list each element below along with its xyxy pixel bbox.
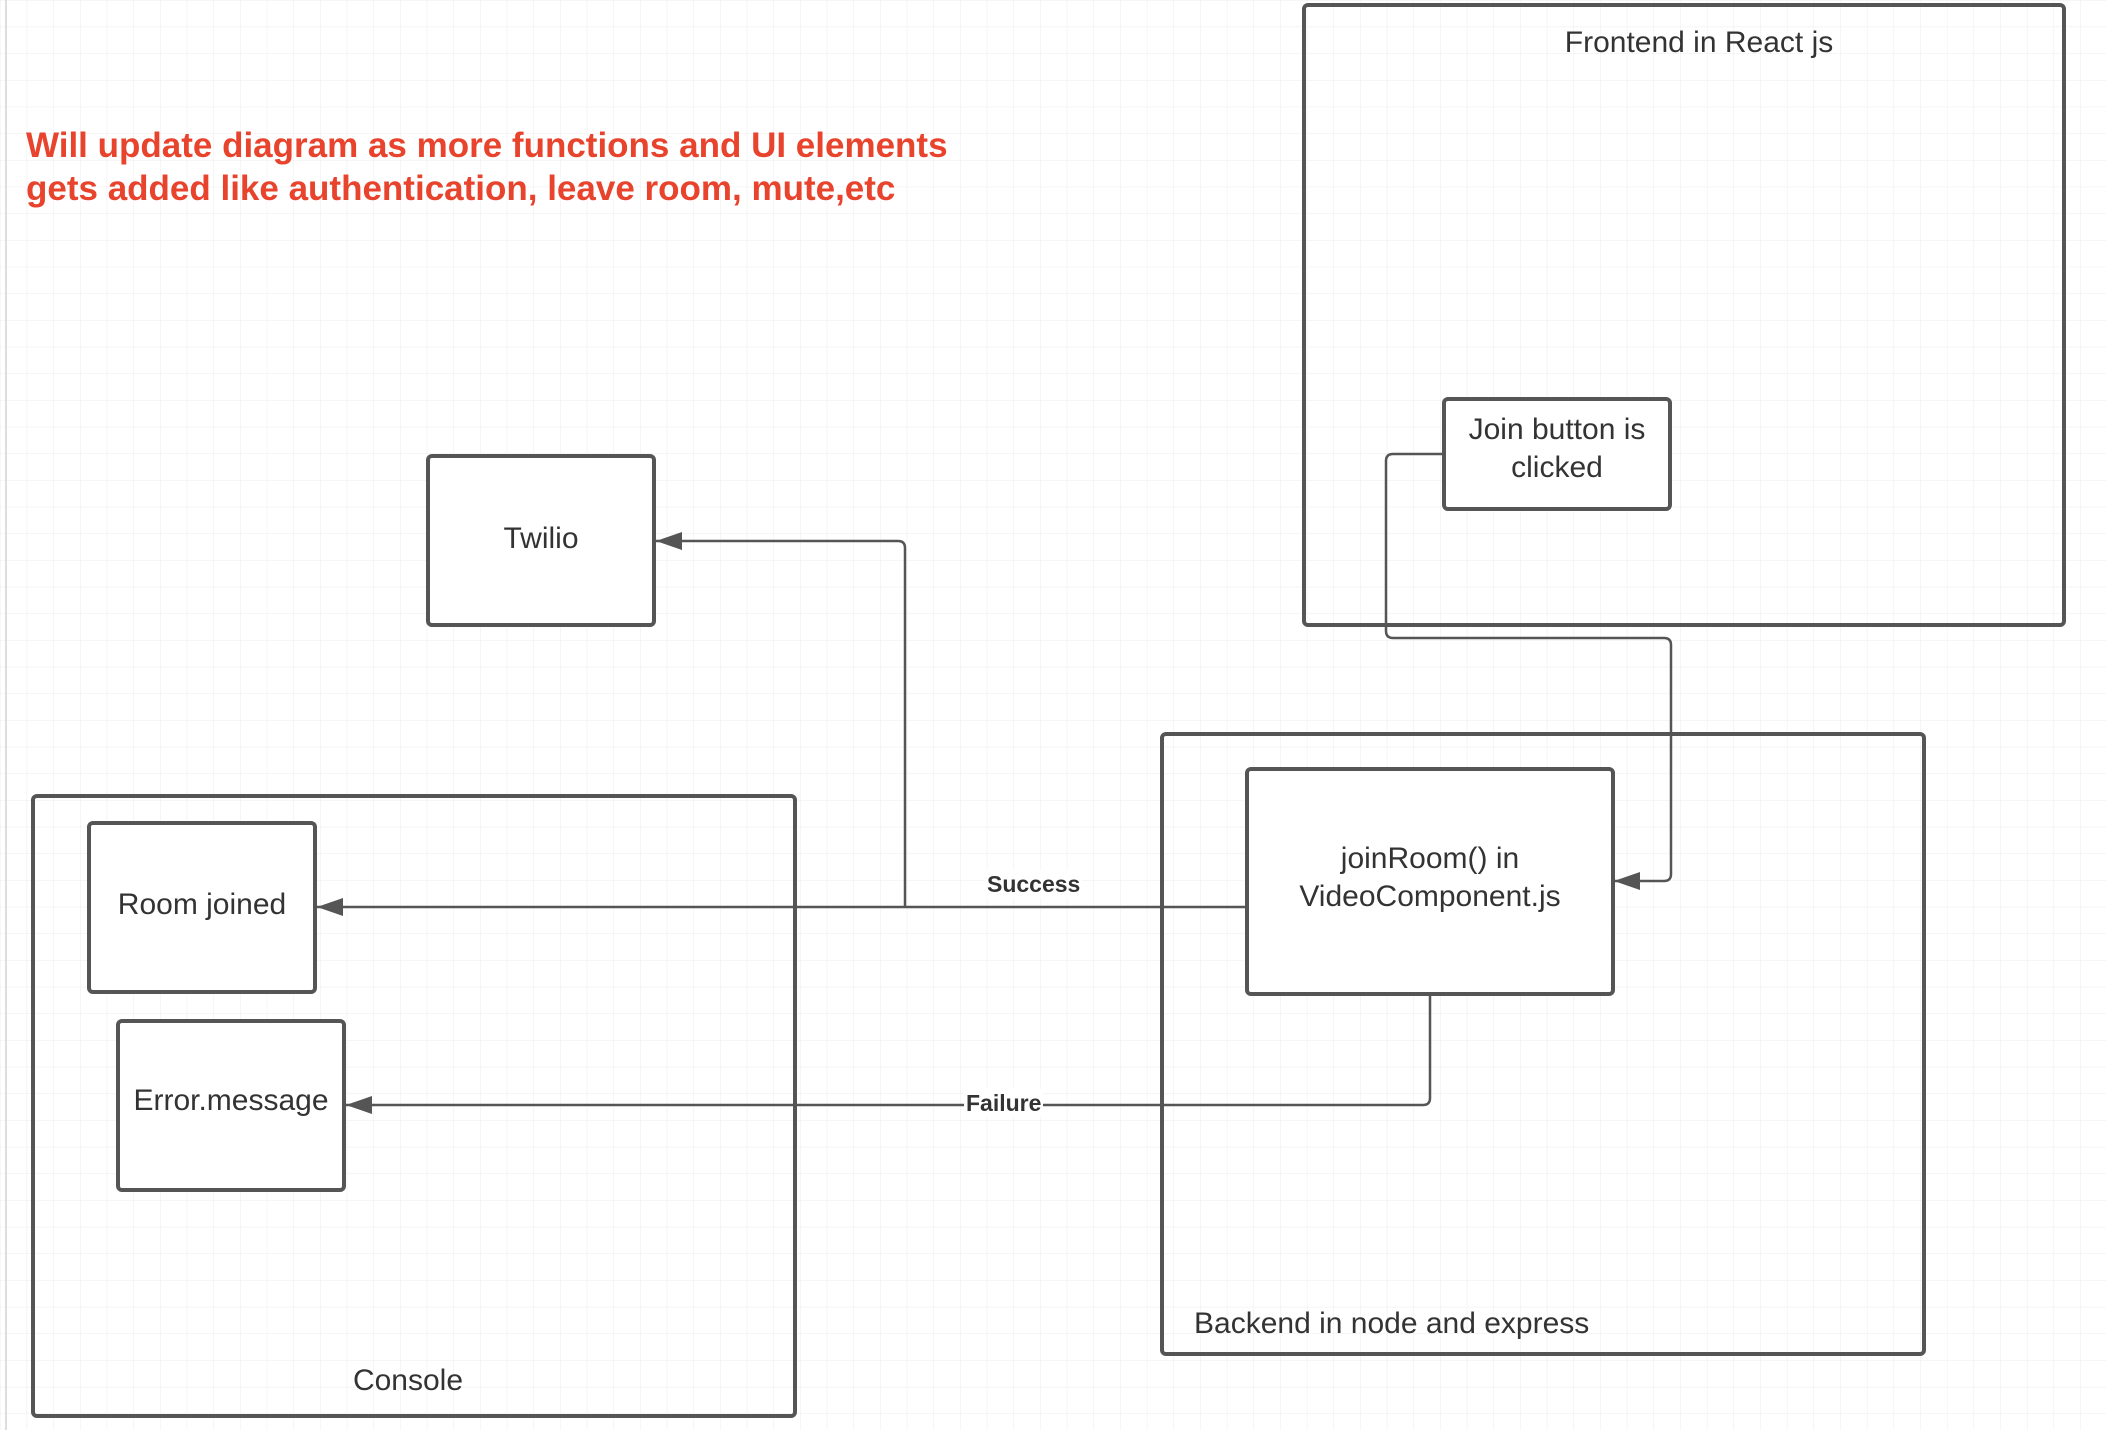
edge-to-twilio[interactable] — [656, 532, 907, 907]
error-message-label: Error.message — [133, 1084, 329, 1117]
join-room-label-line1: joinRoom() in — [1340, 842, 1520, 875]
backend-container[interactable] — [1160, 732, 1926, 1356]
frontend-container-label: Frontend in React js — [1564, 26, 1834, 59]
join-button-label: Join button is clicked — [1444, 411, 1670, 487]
update-note: Will update diagram as more functions an… — [26, 124, 948, 210]
join-button-label-line1: Join button is — [1468, 413, 1646, 446]
join-room-label: joinRoom() in VideoComponent.js — [1247, 840, 1613, 916]
console-container-label: Console — [352, 1364, 464, 1397]
room-joined-label: Room joined — [117, 888, 287, 921]
twilio-node[interactable] — [426, 454, 656, 627]
update-note-line2: gets added like authentication, leave ro… — [26, 169, 896, 208]
twilio-label: Twilio — [503, 522, 579, 555]
success-edge-label: Success — [985, 870, 1083, 898]
join-room-label-line2: VideoComponent.js — [1299, 880, 1561, 913]
join-button-label-line2: clicked — [1511, 451, 1603, 484]
room-joined-node[interactable] — [87, 821, 317, 994]
failure-edge-label: Failure — [964, 1089, 1044, 1117]
error-message-node[interactable] — [116, 1019, 346, 1192]
edge-join-to-backend[interactable] — [1384, 452, 1673, 890]
edge-failure[interactable] — [346, 994, 1432, 1114]
backend-container-label: Backend in node and express — [1194, 1307, 1590, 1340]
frontend-container[interactable] — [1302, 3, 2066, 627]
update-note-line1: Will update diagram as more functions an… — [26, 126, 948, 165]
